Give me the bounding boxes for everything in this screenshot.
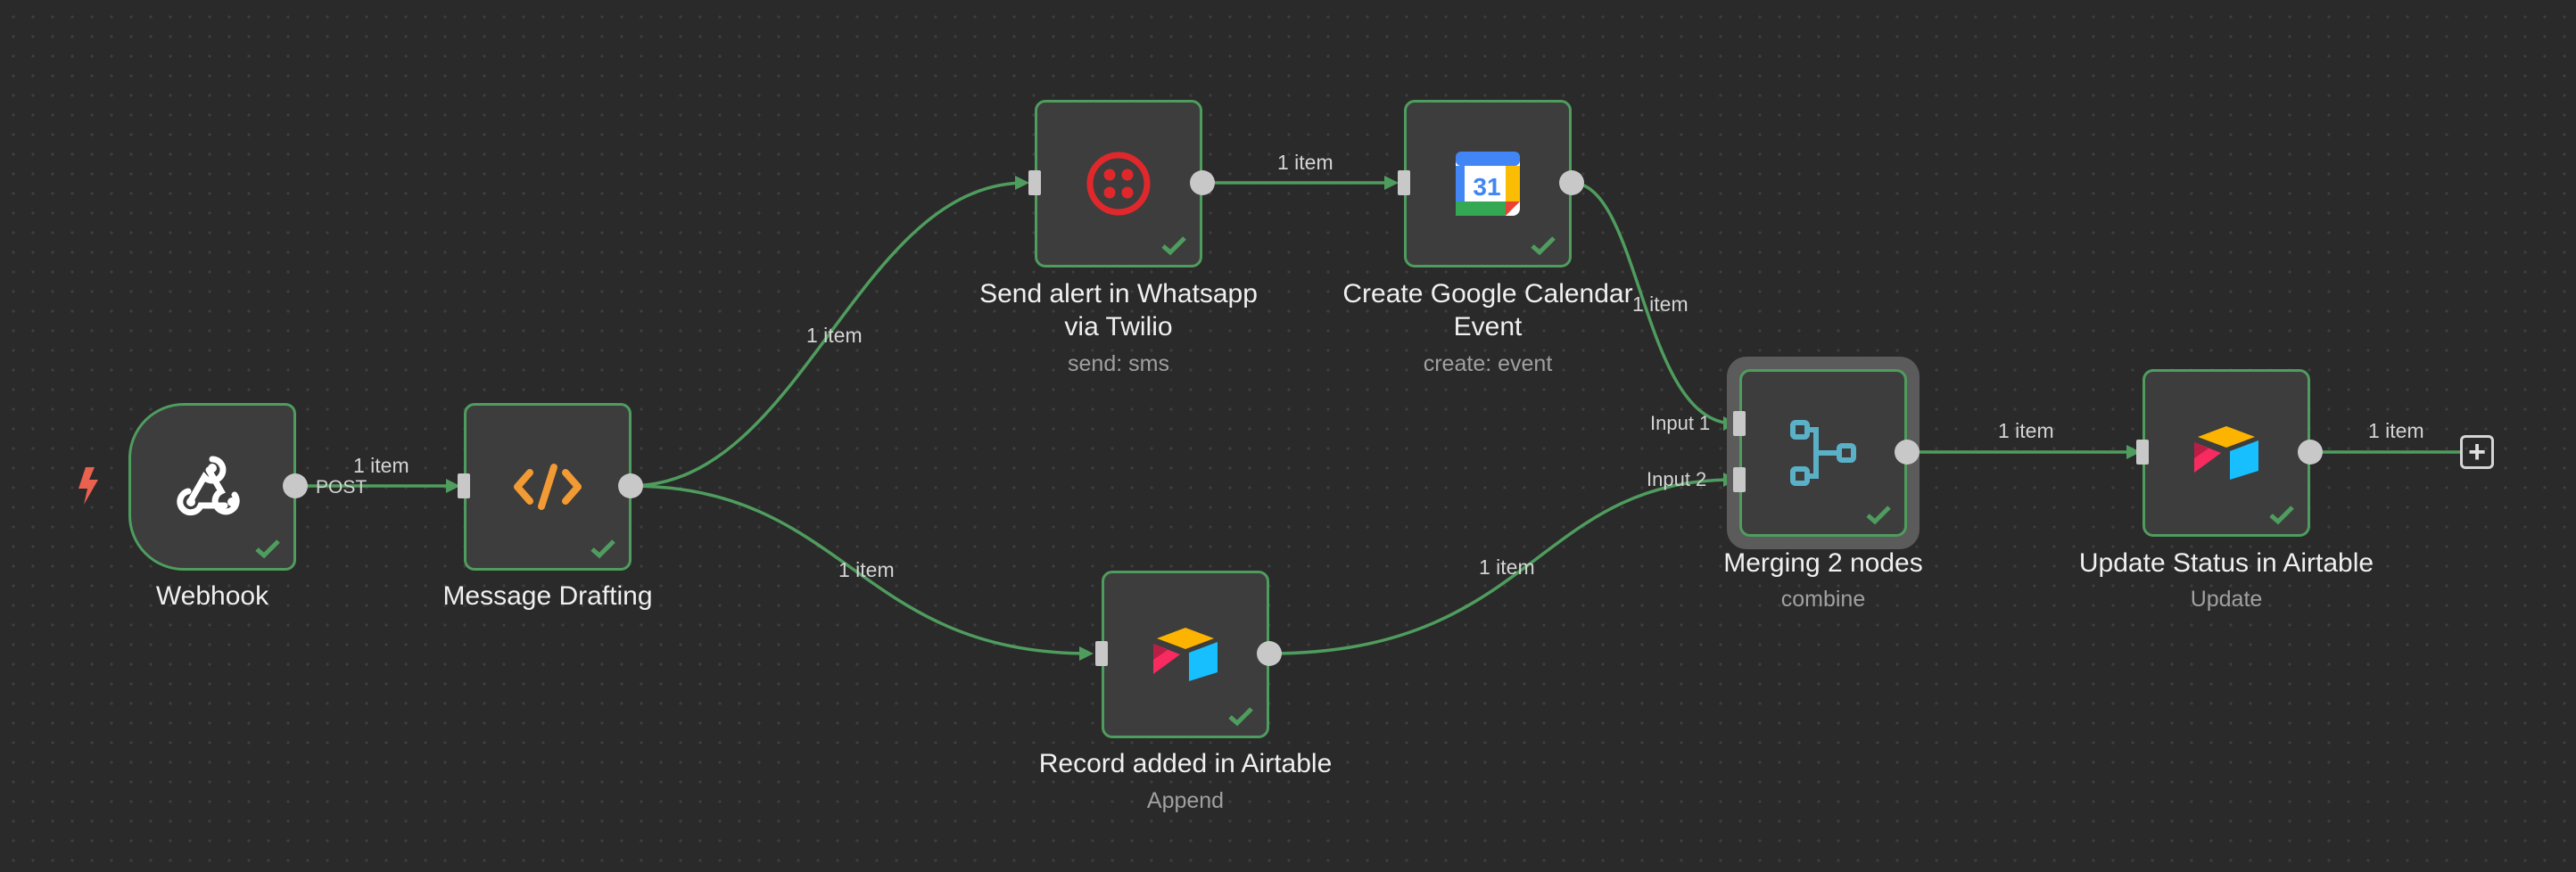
node-airtable-record[interactable] <box>1102 571 1269 738</box>
node-subtitle: Append <box>1146 788 1225 813</box>
arrowhead <box>446 479 460 493</box>
twilio-icon <box>1086 152 1151 216</box>
node-webhook[interactable] <box>128 403 296 571</box>
success-check-icon <box>255 539 280 559</box>
arrowhead <box>1079 646 1094 661</box>
output-handle[interactable] <box>618 473 643 498</box>
input-handle-1[interactable] <box>1733 411 1746 436</box>
node-google-calendar[interactable]: 31 <box>1404 100 1572 267</box>
success-check-icon <box>1531 236 1556 256</box>
output-handle[interactable] <box>2298 440 2323 465</box>
input-label-2: Input 2 <box>1647 468 1707 490</box>
input-handle[interactable] <box>2136 440 2149 465</box>
code-icon <box>514 464 582 510</box>
output-handle[interactable] <box>1559 170 1584 195</box>
webhook-icon <box>177 456 240 516</box>
node-title-line: Event <box>1453 312 1523 341</box>
success-check-icon <box>1866 506 1891 525</box>
input-handle[interactable] <box>458 473 470 498</box>
add-node-button[interactable]: + <box>2460 435 2494 469</box>
node-subtitle: Update <box>2190 587 2263 612</box>
airtable-icon <box>2194 426 2258 480</box>
connection-airtable-to-merge[interactable] <box>1268 478 1735 655</box>
node-merge[interactable] <box>1739 369 1907 537</box>
success-check-icon <box>590 539 615 559</box>
node-airtable-update[interactable] <box>2143 369 2310 537</box>
arrowhead <box>2126 445 2141 459</box>
node-title-line: Send alert in Whatsapp <box>979 279 1258 308</box>
connection-label: 1 item <box>806 324 863 347</box>
node-title: Record added in Airtable <box>1038 749 1333 778</box>
node-title-line: via Twilio <box>1064 312 1173 341</box>
connection-drafting-to-airtable[interactable] <box>629 484 1091 655</box>
node-title: Message Drafting <box>442 581 653 611</box>
connection-label: 1 item <box>2368 419 2424 442</box>
connection-label: 1 item <box>1998 419 2054 442</box>
arrowhead <box>1384 176 1399 190</box>
output-handle[interactable] <box>1895 440 1920 465</box>
node-twilio[interactable] <box>1035 100 1202 267</box>
connection-label: 1 item <box>1632 292 1688 316</box>
input-handle[interactable] <box>1095 641 1108 666</box>
success-check-icon <box>1228 707 1253 727</box>
node-message-drafting[interactable] <box>464 403 632 571</box>
node-title: Create Google Calendar Event <box>1318 277 1657 343</box>
merge-icon <box>1790 420 1856 486</box>
node-title: Webhook <box>155 581 269 611</box>
node-title-line: Create Google Calendar <box>1342 279 1633 308</box>
webhook-method-badge: POST <box>316 477 367 498</box>
connection-gcal-to-merge[interactable] <box>1571 181 1735 425</box>
connection-label: 1 item <box>1479 555 1535 579</box>
node-subtitle: send: sms <box>1068 351 1169 376</box>
node-title: Send alert in Whatsapp via Twilio <box>949 277 1288 343</box>
input-label-1: Input 1 <box>1650 412 1711 434</box>
input-handle[interactable] <box>1028 170 1041 195</box>
google-calendar-icon: 31 <box>1456 152 1520 216</box>
calendar-date: 31 <box>1473 173 1500 201</box>
node-title: Merging 2 nodes <box>1723 548 1923 578</box>
input-handle-2[interactable] <box>1733 467 1746 492</box>
node-title: Update Status in Airtable <box>2078 548 2374 578</box>
node-subtitle: combine <box>1780 587 1866 612</box>
connection-label: 1 item <box>1277 151 1333 174</box>
node-subtitle: create: event <box>1423 351 1553 376</box>
connection-label: 1 item <box>353 454 409 477</box>
airtable-icon <box>1153 628 1218 681</box>
output-handle[interactable] <box>283 473 308 498</box>
success-check-icon <box>2269 506 2294 525</box>
lightning-bolt-icon <box>78 467 98 505</box>
connection-drafting-to-twilio[interactable] <box>629 181 1027 488</box>
plus-icon: + <box>2468 435 2486 469</box>
output-handle[interactable] <box>1190 170 1215 195</box>
success-check-icon <box>1161 236 1186 256</box>
arrowhead <box>1015 176 1029 190</box>
input-handle[interactable] <box>1398 170 1410 195</box>
connection-label: 1 item <box>838 558 895 581</box>
output-handle[interactable] <box>1257 641 1282 666</box>
